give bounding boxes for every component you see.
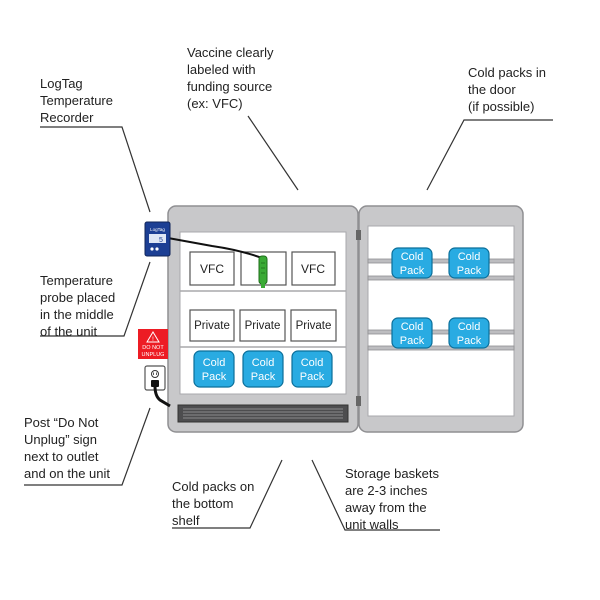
svg-text:!: ! (152, 337, 154, 343)
sign-line1: DO NOT (142, 345, 164, 351)
cold-pack-door-3: Cold Pack (391, 317, 433, 349)
svg-text:Pack: Pack (202, 371, 227, 383)
top-shelf: VFC VFC (189, 251, 336, 286)
logtag-recorder-icon: LogTag 5 (144, 221, 171, 257)
svg-text:Pack: Pack (457, 265, 482, 277)
label-logtag: LogTag Temperature Recorder (40, 76, 113, 125)
cold-pack-bottom-1: Cold Pack (193, 350, 235, 388)
outlet-icon (144, 365, 166, 391)
svg-text:Cold: Cold (458, 321, 481, 333)
door-shelves: Cold Pack Cold Pack Cold Pack Cold Pack (367, 247, 515, 351)
power-cord (153, 385, 171, 408)
leader-bottom-packs (172, 459, 283, 529)
vaccine-label-private-3: Private (296, 320, 332, 332)
svg-text:Cold: Cold (252, 357, 275, 369)
label-probe: Temperature probe placed in the middle o… (40, 273, 116, 339)
vaccine-box-vfc-1 (189, 251, 235, 286)
svg-text:Pack: Pack (457, 335, 482, 347)
logtag-screen: 5 (159, 237, 163, 244)
sign-line2: UNPLUG (142, 352, 165, 358)
leader-logtag (40, 126, 151, 213)
cold-pack-bottom-3: Cold Pack (291, 350, 333, 388)
svg-text:Cold: Cold (458, 251, 481, 263)
cold-pack-door-1: Cold Pack (391, 247, 433, 279)
svg-text:Pack: Pack (400, 335, 425, 347)
probe-wire (167, 237, 263, 259)
logtag-brand: LogTag (150, 227, 165, 232)
vaccine-box-private-3 (290, 309, 337, 342)
cold-pack-door-2: Cold Pack (448, 247, 490, 279)
svg-text:Cold: Cold (401, 251, 424, 263)
leader-vaccine (247, 115, 299, 191)
svg-text:Cold: Cold (301, 357, 324, 369)
label-vaccine: Vaccine clearly labeled with funding sou… (187, 45, 274, 111)
leader-unplug (24, 407, 151, 486)
svg-text:Cold: Cold (401, 321, 424, 333)
svg-text:Pack: Pack (251, 371, 276, 383)
vaccine-box-private-2 (239, 309, 286, 342)
temperature-probe-icon (258, 255, 268, 288)
label-unplug: Post “Do Not Unplug” sign next to outlet… (24, 415, 111, 481)
cold-pack-bottom-2: Cold Pack (242, 350, 284, 388)
svg-text:Cold: Cold (203, 357, 226, 369)
vaccine-label-vfc-1: VFC (200, 262, 224, 276)
svg-text:Pack: Pack (400, 265, 425, 277)
vaccine-label-vfc-2: VFC (301, 262, 325, 276)
fridge-grille (177, 404, 349, 423)
do-not-unplug-sign: ! DO NOT UNPLUG (138, 329, 168, 359)
middle-shelf: Private Private Private (189, 309, 337, 342)
label-baskets: Storage baskets are 2-3 inches away from… (345, 466, 439, 532)
vaccine-box-private-1 (189, 309, 235, 342)
cold-pack-door-4: Cold Pack (448, 317, 490, 349)
svg-text:Pack: Pack (300, 371, 325, 383)
label-bottom-packs: Cold packs on the bottom shelf (172, 479, 255, 528)
vaccine-label-private-2: Private (245, 320, 281, 332)
vaccine-box-vfc-2 (291, 251, 336, 286)
bottom-cold-packs: Cold Pack Cold Pack Cold Pack (193, 350, 333, 388)
vaccine-label-private-1: Private (194, 320, 230, 332)
label-door-packs: Cold packs in the door (if possible) (468, 65, 547, 114)
leader-baskets (311, 459, 440, 531)
fridge-door (356, 205, 524, 433)
leader-probe (40, 261, 151, 337)
leader-door-packs (426, 119, 553, 191)
